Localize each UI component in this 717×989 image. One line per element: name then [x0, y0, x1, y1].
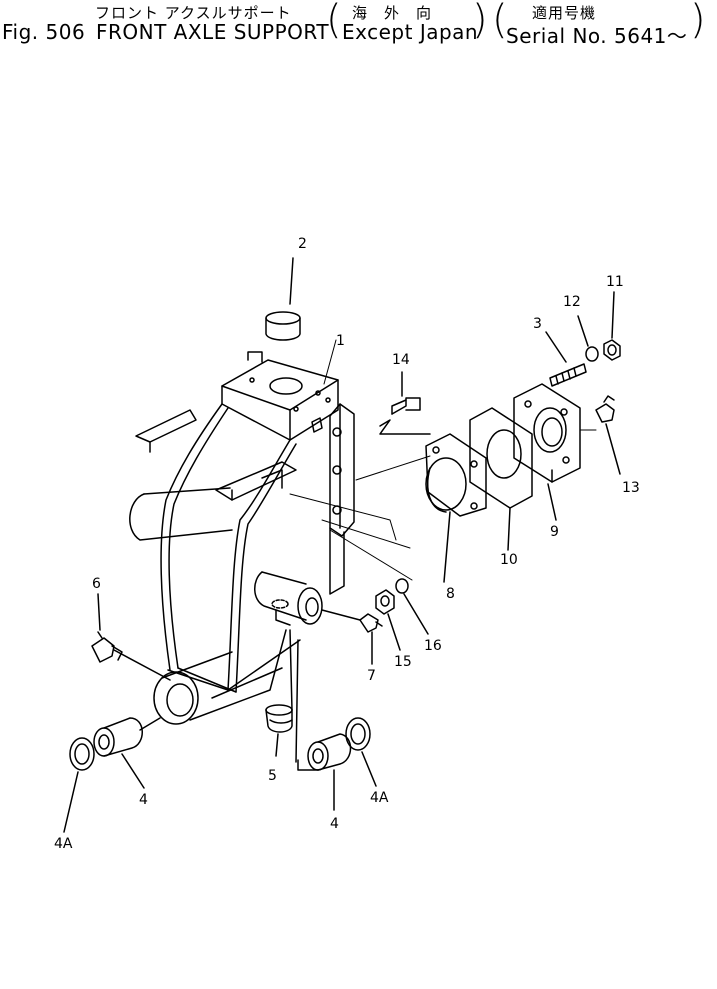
part-14-bolt — [379, 371, 431, 435]
fig-number: Fig. 506 — [2, 20, 86, 44]
serial-jp: 適用号機 — [532, 4, 597, 22]
label-14: 14 — [392, 352, 410, 368]
part-4-right-sleeve — [297, 733, 352, 811]
part-7-grease-fitting — [321, 609, 383, 665]
label-7: 7 — [367, 668, 376, 684]
part-16-washer — [395, 578, 429, 635]
part-10-gasket — [469, 407, 533, 551]
part-4A-left-seal — [63, 737, 95, 833]
part-8-mount — [425, 433, 487, 583]
label-11: 11 — [606, 274, 624, 290]
label-8: 8 — [446, 586, 455, 602]
assembly-leader-lines — [289, 339, 597, 581]
label-12: 12 — [563, 294, 581, 310]
part-6-grease-fitting — [91, 593, 171, 681]
label-4A-right: 4A — [370, 790, 389, 806]
left-paren-serial: ( — [492, 0, 508, 43]
part-3-stud — [545, 331, 587, 387]
part-13-grease-fitting — [595, 395, 621, 475]
serial-en: Serial No. 5641～ — [506, 24, 688, 48]
part-15-nut — [375, 589, 401, 651]
label-9: 9 — [550, 524, 559, 540]
english-title: FRONT AXLE SUPPORT — [96, 20, 330, 44]
label-2: 2 — [298, 236, 307, 252]
region-jp: 海 外 向 — [352, 4, 433, 22]
figure-header: フロント アクスルサポート Fig. 506 FRONT AXLE SUPPOR… — [0, 0, 717, 60]
label-3: 3 — [533, 316, 542, 332]
left-paren: ( — [326, 0, 342, 43]
part-4-left-sleeve — [93, 717, 161, 789]
label-4-left: 4 — [139, 792, 148, 808]
label-16: 16 — [424, 638, 442, 654]
part-4A-right-seal — [295, 639, 377, 787]
part-number-labels: 2 1 14 3 12 11 13 9 10 8 16 15 7 6 5 4 4… — [54, 236, 640, 852]
part-11-nut — [603, 291, 621, 361]
part-9-flange — [513, 383, 581, 521]
label-13: 13 — [622, 480, 640, 496]
label-15: 15 — [394, 654, 412, 670]
label-10: 10 — [500, 552, 518, 568]
label-5: 5 — [268, 768, 277, 784]
region-en: Except Japan — [342, 20, 479, 44]
part-2-bushing — [265, 257, 301, 341]
label-1: 1 — [336, 333, 345, 349]
right-paren: ) — [472, 0, 488, 43]
right-paren-serial: ) — [690, 0, 706, 43]
part-12-washer — [577, 315, 599, 362]
axle-support-frame — [129, 351, 355, 725]
label-4-right: 4 — [330, 816, 339, 832]
japanese-title: フロント アクスルサポート — [95, 4, 292, 22]
label-4A-left: 4A — [54, 836, 73, 852]
part-5-bushing — [265, 629, 293, 757]
label-6: 6 — [92, 576, 101, 592]
